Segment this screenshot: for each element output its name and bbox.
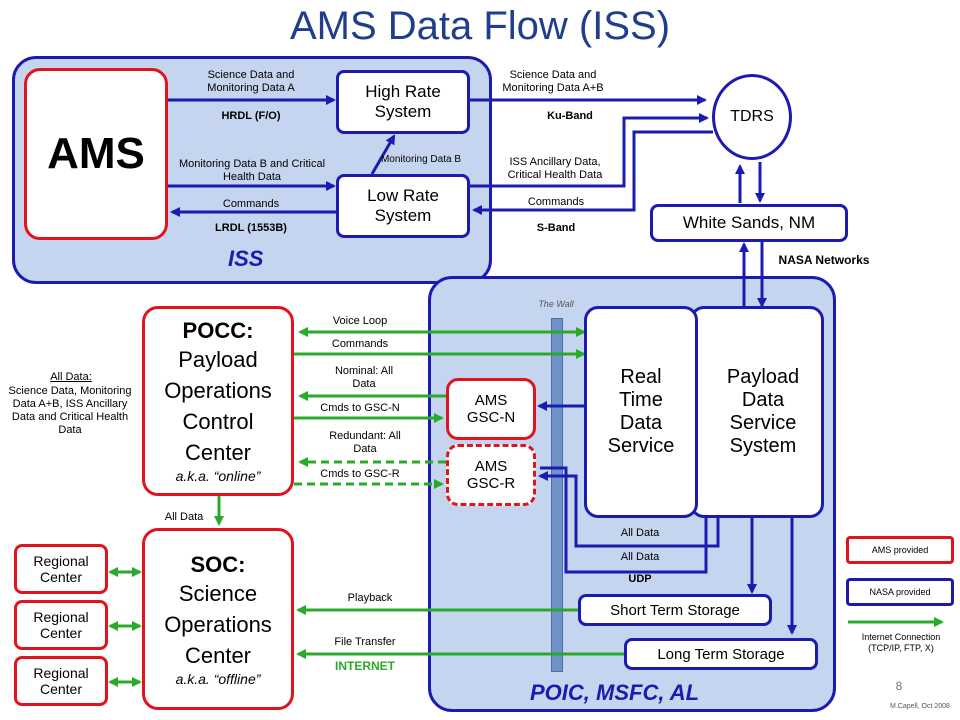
ams-node: AMS [24, 68, 168, 240]
low-rate-label: Low Rate System [367, 186, 439, 225]
gsc-n-label: AMS GSC-N [466, 392, 516, 426]
white-sands-label: White Sands, NM [682, 213, 816, 232]
all-data-note-body: Science Data, Monitoring Data A+B, ISS A… [8, 385, 132, 436]
all-data-label: All Data [620, 551, 660, 563]
soc-title: SOC: [190, 551, 246, 577]
regional-center-label: Regional Center [33, 553, 89, 585]
payload-data-service-system: Payload Data Service System [690, 306, 824, 518]
hrdl-label: HRDL (F/O) [221, 110, 281, 122]
regional-center-label: Regional Center [33, 665, 89, 697]
gsc-r-label: AMS GSC-R [466, 458, 516, 492]
commands-pocc-label: Commands [331, 338, 389, 350]
real-time-data-service: Real Time Data Service [584, 306, 698, 518]
commands-iss-label: Commands [222, 198, 280, 210]
pocc-node: POCC: Payload Operations Control Center … [142, 306, 294, 496]
ams-gsc-r: AMS GSC-R [446, 444, 536, 506]
all-data-pocc-soc-label: All Data [164, 511, 204, 523]
legend-ams-label: AMS provided [871, 545, 929, 555]
cmds-gsc-r-label: Cmds to GSC-R [320, 468, 400, 480]
iss-region-label: ISS [228, 246, 264, 271]
commands-s-label: Commands [527, 196, 585, 208]
nominal-label: Nominal: All Data [334, 365, 394, 390]
legend-internet-label: Internet Connection (TCP/IP, FTP, X) [861, 632, 941, 653]
s-band-label: S-Band [536, 222, 576, 234]
udp-label: UDP [628, 573, 652, 585]
redundant-label: Redundant: All Data [329, 430, 401, 455]
short-term-label: Short Term Storage [610, 601, 740, 619]
voice-loop-label: Voice Loop [332, 315, 388, 327]
payload-data-label: Payload Data Service System [726, 366, 800, 457]
low-rate-system: Low Rate System [336, 174, 470, 238]
lrdl-label: LRDL (1553B) [215, 222, 287, 234]
mon-b-label: Monitoring Data B [380, 154, 462, 165]
sci-mon-ab-label: Science Data and Monitoring Data A+B [502, 69, 604, 94]
short-term-storage: Short Term Storage [578, 594, 772, 626]
all-data-label: All Data [620, 527, 660, 539]
credit: M.Capell, Oct 2008 [890, 703, 950, 710]
soc-body: Science Operations Center [164, 580, 272, 668]
soc-aka: a.k.a. “offline” [175, 670, 261, 687]
file-transfer-label: File Transfer [334, 636, 396, 648]
page-number: 8 [895, 679, 903, 693]
all-data-note-title: All Data: [50, 371, 92, 383]
pocc-aka: a.k.a. “online” [175, 468, 261, 484]
ams-label: AMS [47, 129, 145, 178]
sci-mon-a-label: Science Data and Monitoring Data A [207, 69, 295, 94]
iss-anc-label: ISS Ancillary Data, Critical Health Data [507, 156, 603, 181]
the-wall-label: The Wall [538, 299, 574, 309]
page-title: AMS Data Flow (ISS) [289, 4, 671, 48]
high-rate-system: High Rate System [336, 70, 470, 134]
poic-region-label: POIC, MSFC, AL [530, 680, 700, 705]
white-sands-node: White Sands, NM [650, 204, 848, 242]
regional-center-label: Regional Center [33, 609, 89, 641]
legend-nasa-provided: NASA provided [846, 578, 954, 606]
pocc-title: POCC: [182, 318, 254, 343]
legend-nasa-label: NASA provided [869, 587, 931, 597]
ams-gsc-n: AMS GSC-N [446, 378, 536, 440]
pocc-body: Payload Operations Control Center [164, 347, 272, 465]
nasa-networks-label: NASA Networks [778, 253, 870, 267]
mon-b-crit-label: Monitoring Data B and Critical Health Da… [178, 158, 326, 183]
regional-center: Regional Center [14, 544, 108, 594]
internet-label: INTERNET [335, 659, 395, 673]
cmds-gsc-n-label: Cmds to GSC-N [320, 402, 400, 414]
real-time-label: Real Time Data Service [607, 366, 675, 457]
long-term-label: Long Term Storage [657, 645, 785, 663]
regional-center: Regional Center [14, 600, 108, 650]
long-term-storage: Long Term Storage [624, 638, 818, 670]
ku-band-label: Ku-Band [547, 110, 593, 122]
playback-label: Playback [347, 592, 393, 604]
legend-ams-provided: AMS provided [846, 536, 954, 564]
regional-center: Regional Center [14, 656, 108, 706]
tdrs-label: TDRS [730, 108, 774, 125]
high-rate-label: High Rate System [365, 82, 441, 121]
tdrs-node: TDRS [712, 74, 792, 160]
soc-node: SOC: Science Operations Center a.k.a. “o… [142, 528, 294, 710]
